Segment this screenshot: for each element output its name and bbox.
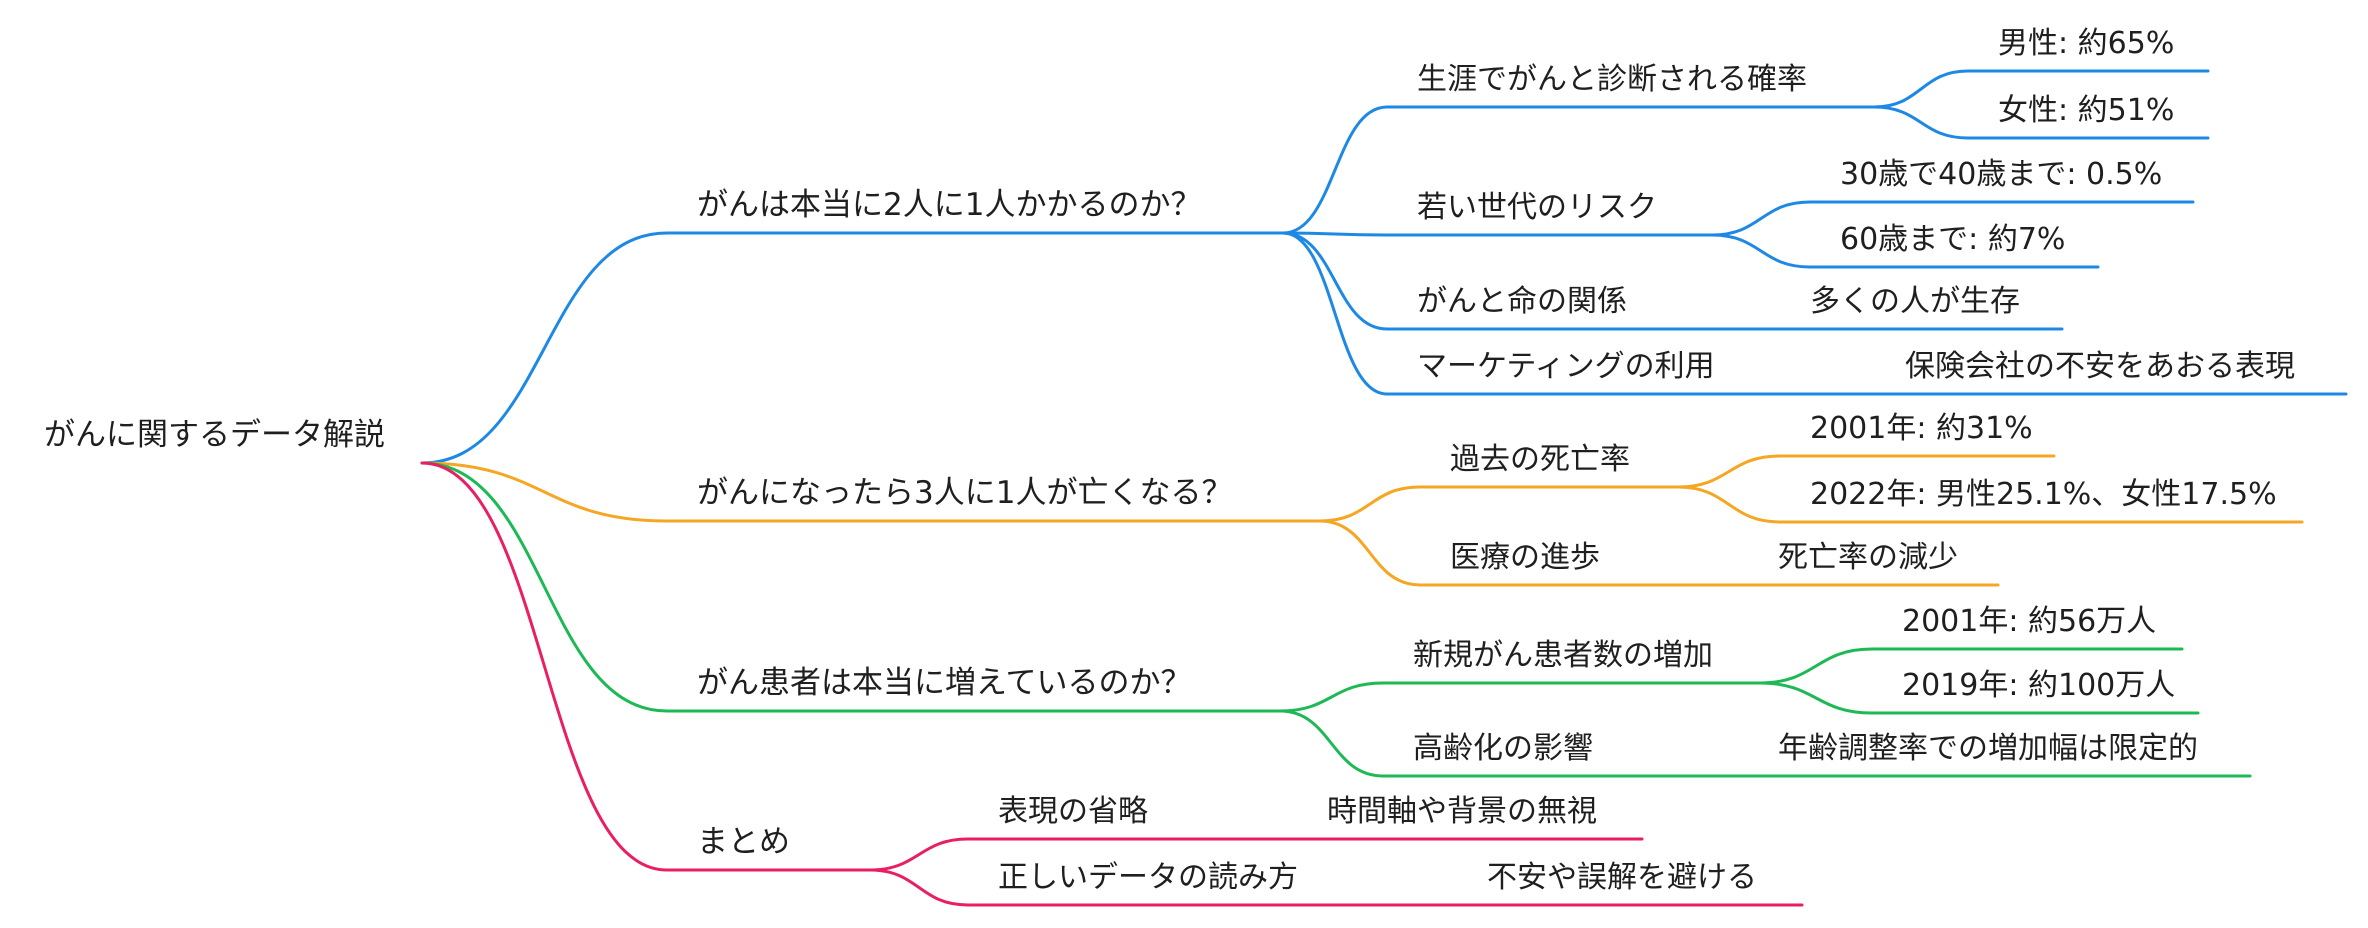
topic-node[interactable]: 生涯でがんと診断される確率 — [1417, 62, 1807, 97]
leaf-node[interactable]: 不安や誤解を避ける — [1487, 860, 1757, 895]
root-node[interactable]: がんに関するデータ解説 — [44, 417, 385, 453]
leaf-node[interactable]: 2001年: 約31% — [1810, 411, 2033, 446]
topic-node[interactable]: 正しいデータの読み方 — [998, 860, 1298, 895]
leaf-node[interactable]: 年齢調整率での増加幅は限定的 — [1778, 731, 2198, 766]
branch-node[interactable]: がん患者は本当に増えているのか？ — [697, 665, 1192, 701]
topic-connector — [1281, 231, 1389, 331]
branch-connector — [420, 231, 669, 465]
branch-node[interactable]: まとめ — [697, 824, 790, 860]
topic-node[interactable]: 過去の死亡率 — [1450, 442, 1630, 477]
topic-connector — [1278, 681, 1385, 713]
leaf-connector — [1676, 485, 1782, 524]
topic-connector — [1318, 485, 1422, 523]
topic-node[interactable]: マーケティングの利用 — [1417, 349, 1715, 384]
topic-node[interactable]: がんと命の関係 — [1417, 284, 1627, 319]
leaf-connector — [1758, 647, 1874, 685]
topic-node[interactable]: 医療の進歩 — [1450, 540, 1600, 575]
leaf-connector — [1676, 454, 1782, 489]
leaf-node[interactable]: 2001年: 約56万人 — [1902, 604, 2157, 639]
topic-node[interactable]: 新規がん患者数の増加 — [1413, 638, 1713, 673]
branch-node[interactable]: がんになったら3人に1人が亡くなる？ — [697, 475, 1233, 511]
topic-node[interactable]: 高齢化の影響 — [1413, 731, 1593, 766]
branch-connector — [420, 461, 669, 523]
leaf-node[interactable]: 30歳で40歳まで: 0.5% — [1840, 157, 2163, 192]
leaf-node[interactable]: 2022年: 男性25.1%、女性17.5% — [1810, 477, 2277, 512]
leaf-node[interactable]: 時間軸や背景の無視 — [1327, 794, 1597, 829]
leaf-node[interactable]: 60歳まで: 約7% — [1840, 222, 2066, 257]
topic-connector — [1281, 231, 1389, 396]
topic-connector — [1281, 105, 1389, 235]
branch-node[interactable]: がんは本当に2人に1人かかるのか？ — [697, 187, 1202, 223]
topic-connector — [1318, 519, 1422, 587]
leaf-node[interactable]: 女性: 約51% — [1998, 93, 2175, 128]
branch-connector — [420, 461, 669, 872]
topic-connector — [868, 868, 970, 907]
topic-node[interactable]: 若い世代のリスク — [1417, 190, 1657, 225]
branch-connector — [420, 461, 669, 713]
leaf-node[interactable]: 保険会社の不安をあおる表現 — [1905, 349, 2295, 384]
leaf-connector — [1872, 69, 1970, 109]
leaf-node[interactable]: 死亡率の減少 — [1778, 540, 1958, 575]
leaf-connector — [1758, 681, 1874, 715]
leaf-node[interactable]: 2019年: 約100万人 — [1902, 668, 2176, 703]
leaf-node[interactable]: 多くの人が生存 — [1810, 284, 2020, 319]
topic-connector — [1281, 231, 1389, 237]
leaf-node[interactable]: 男性: 約65% — [1998, 26, 2175, 61]
topic-connector — [1278, 709, 1385, 778]
leaf-connector — [1872, 105, 1970, 140]
leaf-connector — [1710, 200, 1812, 237]
topic-node[interactable]: 表現の省略 — [998, 794, 1148, 829]
topic-connector — [868, 837, 970, 872]
leaf-connector — [1710, 233, 1812, 269]
